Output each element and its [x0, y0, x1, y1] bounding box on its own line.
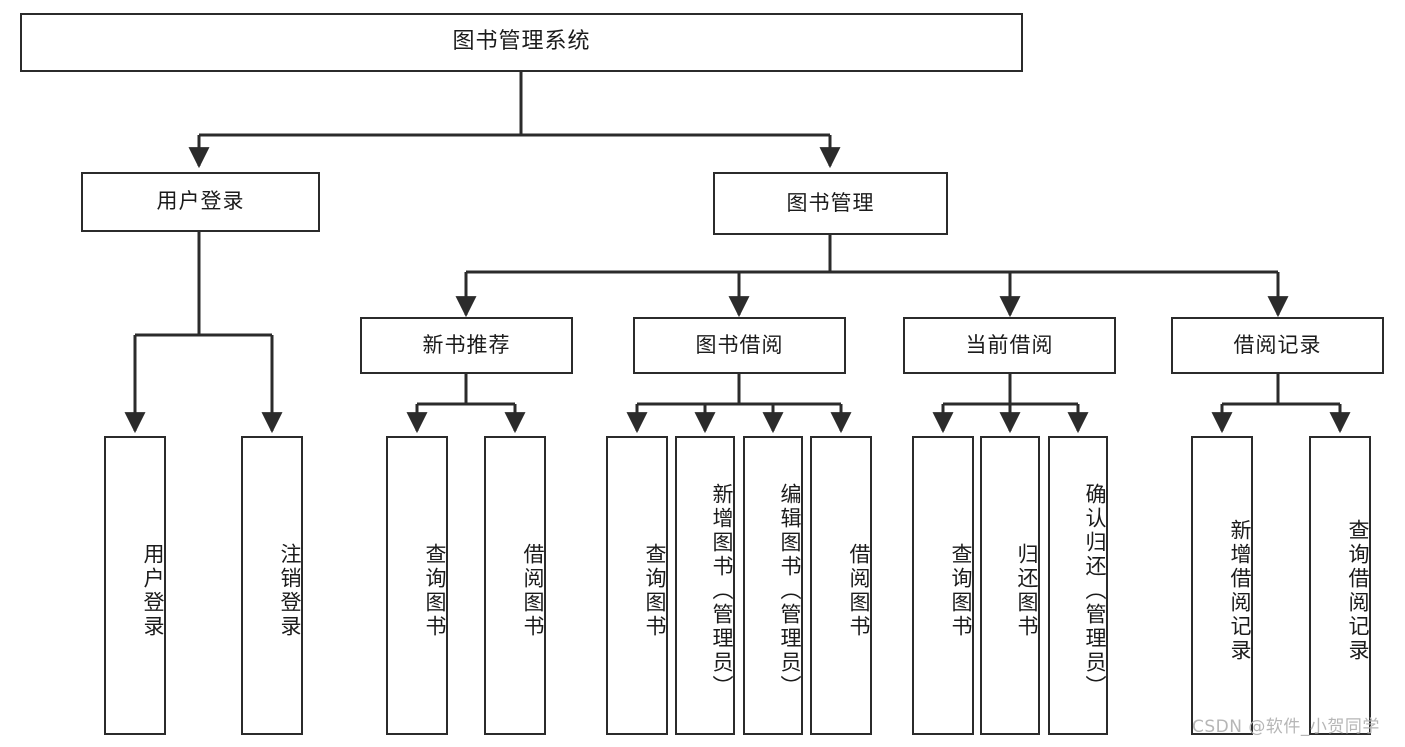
node-label: 图书借阅	[695, 332, 784, 357]
node-label: 确认归还（管理员）	[1083, 482, 1107, 699]
node-label: 当前借阅	[965, 332, 1054, 357]
node-label: 新增借阅记录	[1228, 518, 1252, 663]
leaf-book-borrow-query-book[interactable]: 查询图书	[606, 436, 668, 735]
node-label: 用户登录	[141, 542, 165, 639]
node-label: 注销登录	[278, 542, 302, 639]
node-book-borrow[interactable]: 图书借阅	[633, 317, 846, 374]
leaf-current-borrow-return-book[interactable]: 归还图书	[980, 436, 1040, 735]
node-label: 用户登录	[156, 189, 245, 214]
leaf-new-book-borrow-book[interactable]: 借阅图书	[484, 436, 546, 735]
leaf-user-login-login[interactable]: 用户登录	[104, 436, 166, 735]
node-label: 编辑图书（管理员）	[778, 482, 802, 699]
leaf-book-borrow-borrow-book[interactable]: 借阅图书	[810, 436, 872, 735]
leaf-book-borrow-edit-book-admin[interactable]: 编辑图书（管理员）	[743, 436, 803, 735]
leaf-borrow-record-query-record[interactable]: 查询借阅记录	[1309, 436, 1371, 735]
node-label: 借阅图书	[521, 542, 545, 639]
node-label: 查询借阅记录	[1346, 518, 1370, 663]
leaf-current-borrow-confirm-return-admin[interactable]: 确认归还（管理员）	[1048, 436, 1108, 735]
leaf-borrow-record-add-record[interactable]: 新增借阅记录	[1191, 436, 1253, 735]
node-label: 新书推荐	[422, 332, 511, 357]
node-book-management[interactable]: 图书管理	[713, 172, 948, 235]
node-label: 查询图书	[423, 542, 447, 639]
node-label: 图书管理系统	[452, 29, 591, 55]
node-current-borrow[interactable]: 当前借阅	[903, 317, 1116, 374]
node-label: 新增图书（管理员）	[710, 482, 734, 699]
node-label: 借阅记录	[1233, 332, 1322, 357]
node-label: 图书管理	[786, 190, 875, 215]
node-new-book-recommend[interactable]: 新书推荐	[360, 317, 573, 374]
leaf-user-login-logout[interactable]: 注销登录	[241, 436, 303, 735]
leaf-book-borrow-add-book-admin[interactable]: 新增图书（管理员）	[675, 436, 735, 735]
node-label: 借阅图书	[847, 542, 871, 639]
node-label: 查询图书	[949, 542, 973, 639]
node-label: 查询图书	[643, 542, 667, 639]
csdn-watermark: CSDN @软件_小贺同学	[1192, 717, 1380, 737]
leaf-new-book-query-book[interactable]: 查询图书	[386, 436, 448, 735]
node-root-book-management-system[interactable]: 图书管理系统	[20, 13, 1023, 72]
node-user-login[interactable]: 用户登录	[81, 172, 320, 232]
node-label: 归还图书	[1015, 542, 1039, 639]
node-borrow-record[interactable]: 借阅记录	[1171, 317, 1384, 374]
leaf-current-borrow-query-book[interactable]: 查询图书	[912, 436, 974, 735]
